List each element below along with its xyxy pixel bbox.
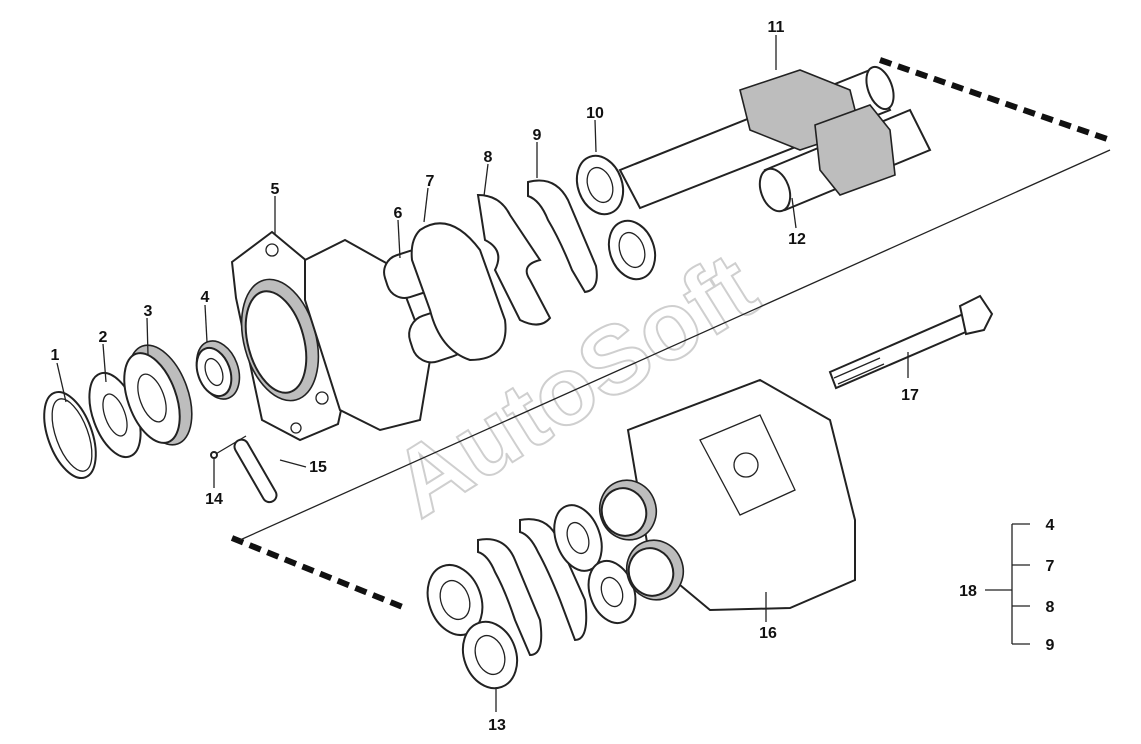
lower-seal-rings — [477, 518, 588, 657]
callout-17: 17 — [901, 387, 919, 404]
callout-11: 11 — [768, 19, 785, 36]
callout-7: 7 — [426, 173, 435, 190]
lower-washers — [553, 504, 637, 624]
pump-housing-part — [598, 378, 856, 612]
callout-15: 15 — [309, 459, 327, 476]
callout-3: 3 — [144, 303, 153, 320]
callout-16: 16 — [759, 625, 777, 642]
callout-4: 4 — [201, 289, 210, 306]
plate-part — [476, 193, 552, 326]
dashed-line-lower — [230, 535, 407, 611]
snap-ring-part — [43, 391, 97, 479]
driven-gear-part — [758, 104, 932, 213]
callout-10: 10 — [586, 105, 604, 122]
kit-item-1: 4 — [1046, 517, 1055, 534]
thrust-plate-lower-part — [426, 564, 519, 690]
callout-8: 8 — [484, 149, 493, 166]
kit-item-4: 9 — [1046, 637, 1055, 654]
callout-12: 12 — [788, 231, 806, 248]
dashed-line-upper — [879, 57, 1111, 143]
gasket-part — [410, 222, 507, 362]
callout-2: 2 — [99, 329, 108, 346]
callout-13: 13 — [488, 717, 506, 734]
callout-9: 9 — [533, 127, 542, 144]
bearing-part — [123, 344, 193, 446]
seal-part — [195, 340, 241, 400]
thrust-plate-part — [575, 154, 657, 281]
kit-item-2: 7 — [1046, 558, 1055, 575]
leader-lines — [56, 35, 909, 712]
kit-item-3: 8 — [1046, 599, 1055, 616]
callout-6: 6 — [394, 205, 403, 222]
connection-line-long — [239, 149, 1111, 541]
callout-5: 5 — [271, 181, 280, 198]
callout-labels: 1 2 3 4 5 6 7 8 9 10 11 12 13 14 15 16 1… — [51, 19, 919, 734]
pin-and-key-parts — [210, 435, 278, 504]
repair-kit-bracket: 18 4 7 8 9 — [959, 517, 1054, 654]
callout-14: 14 — [205, 491, 223, 508]
seal-ring-part — [527, 179, 598, 294]
flange-cover-part — [230, 230, 347, 442]
bolt-part — [828, 294, 994, 390]
callout-1: 1 — [51, 347, 60, 364]
kit-number: 18 — [959, 583, 977, 600]
